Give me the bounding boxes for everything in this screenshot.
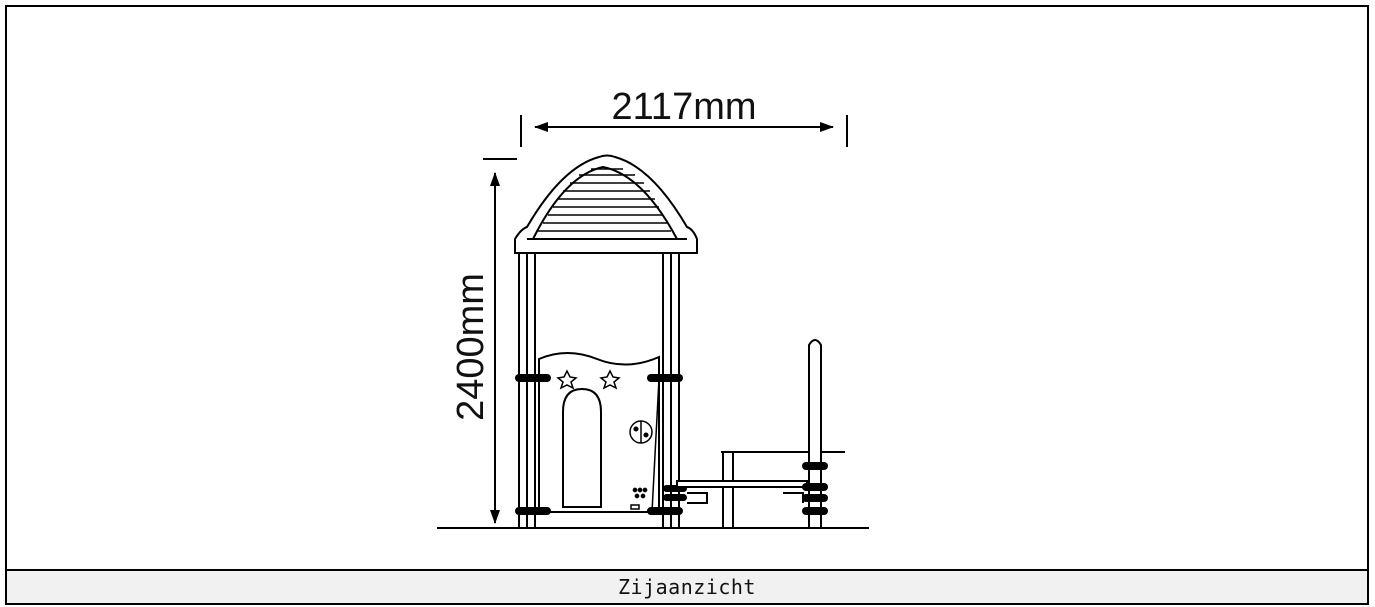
- drawing-frame: 2117mm 2400mm: [5, 5, 1369, 605]
- bench-seat: [676, 480, 808, 488]
- dots-icon: [632, 487, 638, 493]
- roof: [514, 154, 698, 254]
- width-dimension-label: 2117mm: [611, 86, 756, 128]
- width-dimension: [520, 115, 848, 147]
- right-upright: [808, 339, 822, 529]
- flower-icon: [599, 369, 621, 390]
- flower-icon: [556, 369, 578, 390]
- height-dimension: [483, 158, 517, 524]
- roof-slats: [538, 168, 671, 232]
- clamps: [515, 374, 687, 515]
- posts: [518, 252, 680, 529]
- play-panel: [538, 352, 660, 513]
- side-view-drawing: 2117mm 2400mm: [437, 86, 869, 529]
- panel-decorations: [556, 369, 664, 513]
- upright-clamps: [802, 462, 828, 515]
- roof-inner: [531, 165, 679, 240]
- panel-door-opening: [562, 387, 602, 508]
- view-caption: Zijaanzicht: [618, 575, 756, 599]
- upright-post: [808, 339, 822, 529]
- drawing-area: 2117mm 2400mm: [7, 7, 1367, 571]
- caption-bar: Zijaanzicht: [7, 571, 1367, 603]
- height-dimension-label: 2400mm: [450, 273, 492, 421]
- roof-outline: [514, 154, 698, 254]
